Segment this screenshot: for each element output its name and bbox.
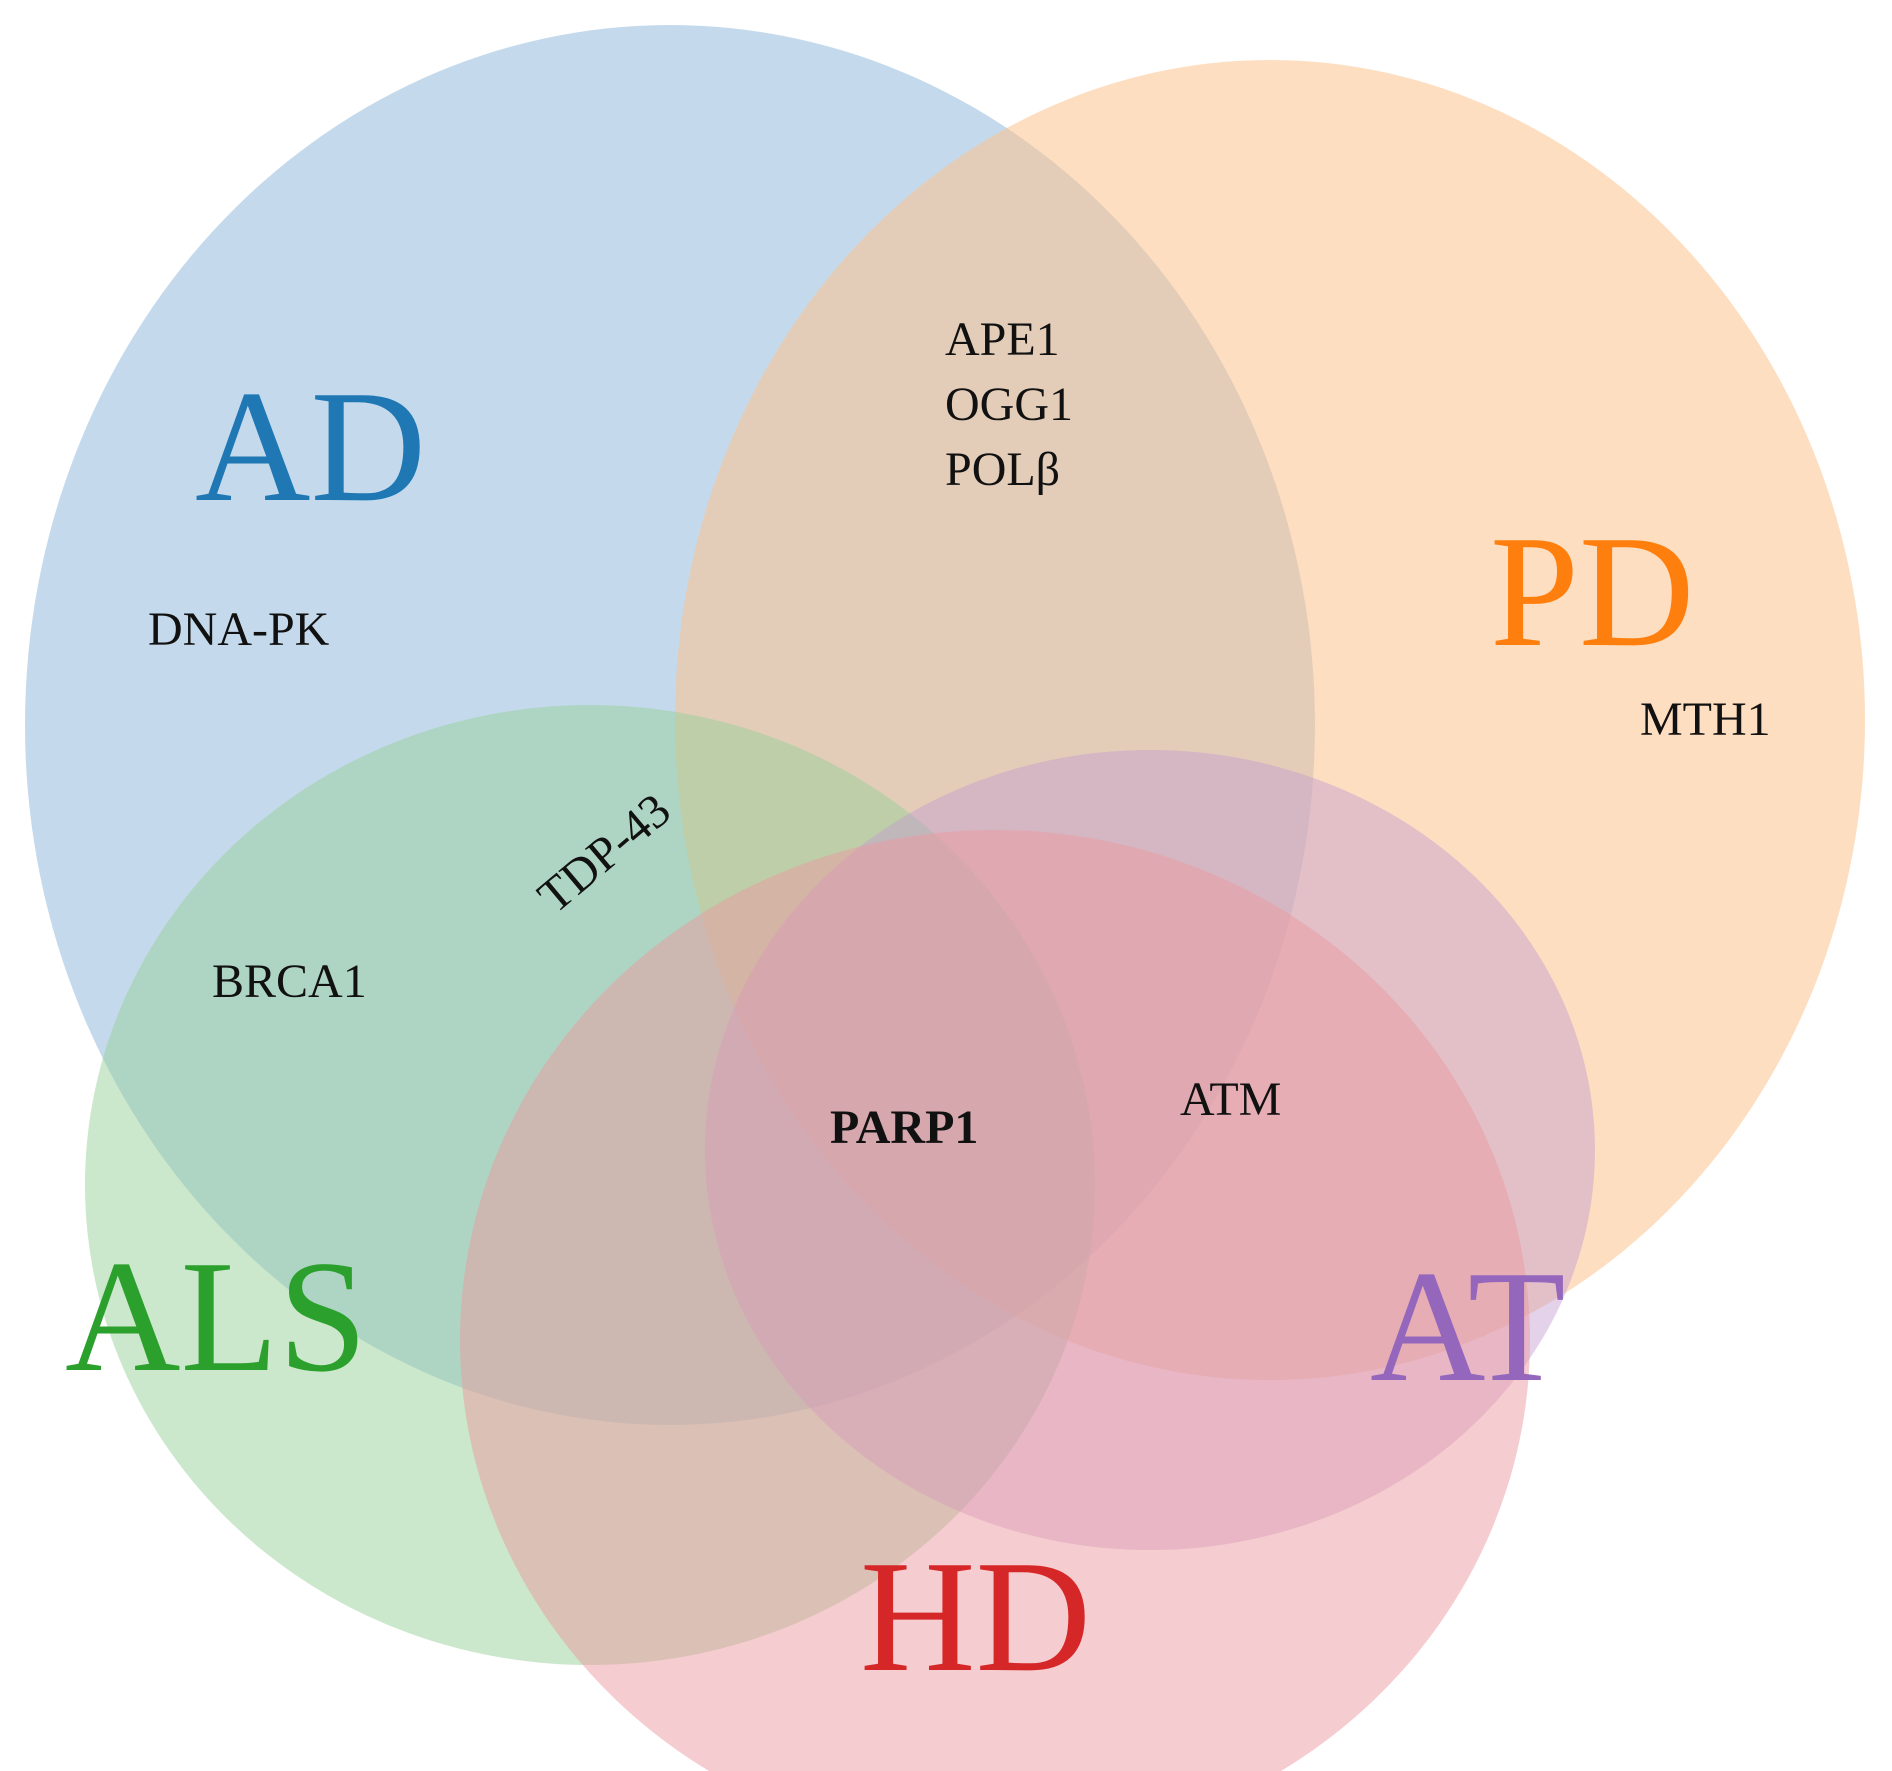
set-ad-label: AD (195, 357, 426, 535)
item-brca1: BRCA1 (212, 955, 367, 1008)
item-parp1: PARP1 (830, 1101, 978, 1154)
set-als-label: ALS (65, 1227, 367, 1405)
set-hd-shape (460, 830, 1530, 1771)
set-at-label: AT (1370, 1237, 1566, 1415)
item-ape1: APE1 (945, 313, 1060, 366)
item-ogg1: OGG1 (945, 378, 1073, 431)
item-mth1: MTH1 (1640, 693, 1771, 746)
item-atm: ATM (1180, 1073, 1281, 1126)
set-hd-label: HD (860, 1527, 1091, 1705)
item-polb: POLβ (945, 443, 1060, 496)
item-dnapk: DNA-PK (148, 603, 330, 656)
set-pd-label: PD (1490, 502, 1695, 680)
